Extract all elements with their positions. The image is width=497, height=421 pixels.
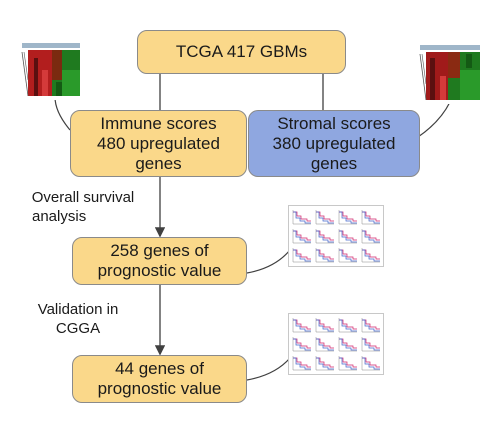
survival-line-1: Overall survival [31,189,135,206]
curve-right-heatmap [417,101,451,138]
stromal-line-2: 380 upregulated [272,133,396,153]
km-panel [292,318,311,333]
km-panel [338,337,357,352]
km-panel [338,210,357,225]
km-panel [361,229,380,244]
km-panel [315,229,334,244]
immune-line-1: Immune scores [100,113,217,133]
stromal-scores-box: Stromal scores 380 upregulated genes [248,110,420,177]
validated-line-2: prognostic value [97,379,222,398]
km-panel [315,337,334,352]
prognostic-line-2: prognostic value [97,261,222,280]
stromal-line-3: genes [310,153,358,173]
immune-scores-box: Immune scores 480 upregulated genes [70,110,247,177]
validated-genes-box: 44 genes of prognostic value [72,355,247,403]
km-panel [315,356,334,371]
km-panel [292,210,311,225]
km-panel [361,318,380,333]
km-plots-thumbnail-2 [288,313,384,375]
km-panel [292,337,311,352]
km-panel [361,210,380,225]
km-panel [338,229,357,244]
immune-line-3: genes [135,153,182,173]
heatmap-right-thumbnail [418,42,482,104]
heatmap-left-thumbnail [20,40,82,100]
curve-km-2 [246,357,291,381]
km-panel [338,318,357,333]
immune-line-2: 480 upregulated [97,133,220,153]
tcga-source-text: TCGA 417 GBMs [175,42,308,61]
km-panel [361,356,380,371]
tcga-source-box: TCGA 417 GBMs [137,30,346,74]
validation-line-1: Validation in [37,301,119,318]
stromal-line-1: Stromal scores [277,113,391,133]
validation-line-2: CGGA [55,320,101,337]
prognostic-genes-box: 258 genes of prognostic value [72,237,247,285]
km-panel [315,210,334,225]
km-panel [292,248,311,263]
survival-analysis-label: Overall survival analysis [14,188,152,226]
validation-label: Validation in CGGA [18,300,138,338]
km-panel [315,318,334,333]
km-panel [361,248,380,263]
km-panel [361,337,380,352]
curve-left-heatmap [54,96,71,131]
km-panel [292,229,311,244]
km-panel [315,248,334,263]
curve-km-1 [246,249,291,274]
km-plots-thumbnail-1 [288,205,384,267]
km-panel [292,356,311,371]
km-panel [338,356,357,371]
survival-line-2: analysis [32,208,87,225]
prognostic-line-1: 258 genes of [110,241,209,260]
km-panel [338,248,357,263]
validated-line-1: 44 genes of [115,359,204,378]
